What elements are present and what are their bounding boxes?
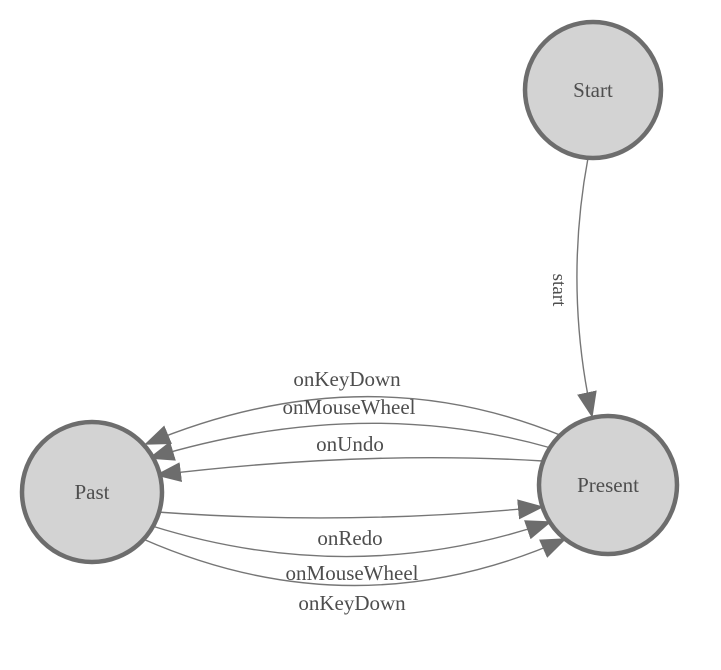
edge-label-start: start (548, 274, 569, 307)
state-circle-past[interactable] (19, 419, 165, 565)
edge-label-onmousewheel-top: onMouseWheel (283, 395, 416, 419)
edge-present-to-past-onundo[interactable] (155, 456, 544, 483)
state-node-past[interactable]: Past (19, 419, 165, 565)
edge-present-to-past-onmousewheel[interactable] (148, 422, 552, 461)
edge-label-onmousewheel-bottom: onMouseWheel (286, 561, 419, 585)
edge-label-onkeydown-bottom: onKeyDown (298, 591, 406, 615)
edge-past-to-present-onredo[interactable] (156, 499, 544, 520)
edge-past-to-present-onkeydown[interactable] (142, 538, 567, 587)
edge-past-to-present-onmousewheel[interactable] (151, 520, 552, 558)
edge-start-to-present[interactable] (576, 157, 597, 418)
edge-label-onkeydown-top: onKeyDown (293, 367, 401, 391)
state-circle-present[interactable] (536, 413, 680, 557)
state-label-past: Past (74, 480, 109, 504)
state-node-start[interactable]: Start (522, 19, 664, 161)
state-label-start: Start (573, 78, 613, 102)
state-label-present: Present (577, 473, 639, 497)
edge-label-onundo: onUndo (316, 432, 384, 456)
state-circle-start[interactable] (522, 19, 664, 161)
state-node-present[interactable]: Present (536, 413, 680, 557)
edge-present-to-past-onkeydown[interactable] (144, 395, 561, 445)
edge-label-onredo: onRedo (317, 526, 382, 550)
